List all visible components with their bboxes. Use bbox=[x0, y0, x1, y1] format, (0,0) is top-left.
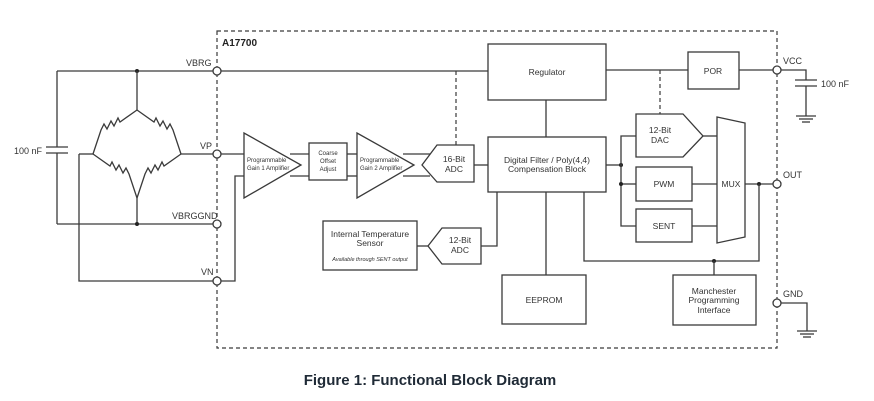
adc12-label-2: ADC bbox=[451, 245, 469, 255]
pga2-label-2: Gain 2 Amplifier bbox=[360, 166, 402, 172]
coarse-label-2: Offset bbox=[320, 159, 336, 165]
manchester-bus bbox=[583, 184, 760, 262]
adc-16bit-block: 16-Bit ADC bbox=[421, 144, 475, 183]
manchester-interface-block: Manchester Programming Interface bbox=[672, 274, 757, 326]
pin-vbrg-label: VBRG bbox=[186, 58, 212, 68]
pwm-block: PWM bbox=[635, 166, 693, 202]
coarse-label-3: Adjust bbox=[320, 167, 337, 173]
pga2-block: Programmable Gain 2 Amplifier bbox=[356, 131, 416, 200]
pin-vbrg bbox=[212, 66, 222, 76]
sent-block: SENT bbox=[635, 208, 693, 243]
dsp-out-bus bbox=[620, 135, 636, 227]
manchester-label-2: Programming bbox=[688, 295, 739, 305]
figure-caption: Figure 1: Functional Block Diagram bbox=[304, 372, 557, 389]
temp-label-1: Internal Temperature bbox=[331, 229, 410, 239]
pin-vp bbox=[212, 149, 222, 159]
dsp-label-1: Digital Filter / Poly(4,4) bbox=[504, 155, 590, 165]
vn-wire bbox=[78, 154, 217, 282]
pga1-block: Programmable Gain 1 Amplifier bbox=[243, 131, 303, 200]
mux-block: MUX bbox=[716, 116, 746, 244]
pga2-label-1: Programmable bbox=[360, 158, 400, 164]
dac12-label-2: DAC bbox=[651, 135, 669, 145]
pin-vcc bbox=[772, 65, 782, 75]
sent-label: SENT bbox=[653, 221, 676, 231]
coarse-offset-block: Coarse Offset Adjust bbox=[308, 142, 348, 181]
pin-vcc-label: VCC bbox=[783, 56, 803, 66]
pin-out bbox=[772, 179, 782, 189]
pin-gnd-label: GND bbox=[783, 289, 804, 299]
pin-out-label: OUT bbox=[783, 170, 803, 180]
adc16-label-1: 16-Bit bbox=[443, 154, 466, 164]
gnd-ext-wire bbox=[777, 302, 808, 331]
adc16-label-2: ADC bbox=[445, 164, 463, 174]
chip-name: A17700 bbox=[222, 38, 257, 49]
cap-right-label: 100 nF bbox=[821, 79, 850, 89]
pga1-label-1: Programmable bbox=[247, 158, 287, 164]
pga1-label-2: Gain 1 Amplifier bbox=[247, 166, 289, 172]
vn-internal-wire bbox=[217, 175, 244, 282]
ground-icon bbox=[797, 330, 817, 338]
manchester-label-3: Interface bbox=[697, 305, 730, 315]
pin-gnd bbox=[772, 298, 782, 308]
pin-vp-label: VP bbox=[200, 141, 212, 151]
adc12-label-1: 12-Bit bbox=[449, 235, 472, 245]
dsp-compensation-block: Digital Filter / Poly(4,4) Compensation … bbox=[487, 136, 607, 193]
junction bbox=[135, 222, 139, 226]
pwm-label: PWM bbox=[654, 179, 675, 189]
eeprom-block: EEPROM bbox=[501, 274, 587, 325]
regulator-label: Regulator bbox=[529, 67, 566, 77]
por-label: POR bbox=[704, 66, 722, 76]
manchester-label-1: Manchester bbox=[692, 286, 737, 296]
chip-boundary bbox=[216, 30, 778, 349]
pin-vbrggnd bbox=[212, 219, 222, 229]
vcc-ext-wire bbox=[777, 69, 807, 80]
adc-12bit-block: 12-Bit ADC bbox=[427, 227, 482, 265]
wire bbox=[481, 192, 498, 247]
dac-12bit-block: 12-Bit DAC bbox=[635, 113, 704, 158]
temperature-sensor-block: Internal Temperature Sensor Available th… bbox=[322, 220, 418, 271]
junction bbox=[619, 182, 623, 186]
dac12-label-1: 12-Bit bbox=[649, 125, 672, 135]
mux-label: MUX bbox=[722, 179, 741, 189]
dsp-label-2: Compensation Block bbox=[508, 164, 587, 174]
wheatstone-bridge bbox=[92, 109, 182, 199]
por-block: POR bbox=[687, 51, 740, 90]
regulator-block: Regulator bbox=[487, 43, 607, 101]
pin-vbrggnd-label: VBRGGND bbox=[172, 211, 218, 221]
cap-left-label: 100 nF bbox=[14, 146, 43, 156]
pin-vn-label: VN bbox=[201, 267, 214, 277]
temp-label-2: Sensor bbox=[357, 238, 384, 248]
coarse-label-1: Coarse bbox=[318, 151, 338, 157]
eeprom-label: EEPROM bbox=[526, 295, 563, 305]
temp-note: Available through SENT output bbox=[331, 257, 408, 263]
ground-icon bbox=[796, 115, 816, 123]
pin-vn bbox=[212, 276, 222, 286]
